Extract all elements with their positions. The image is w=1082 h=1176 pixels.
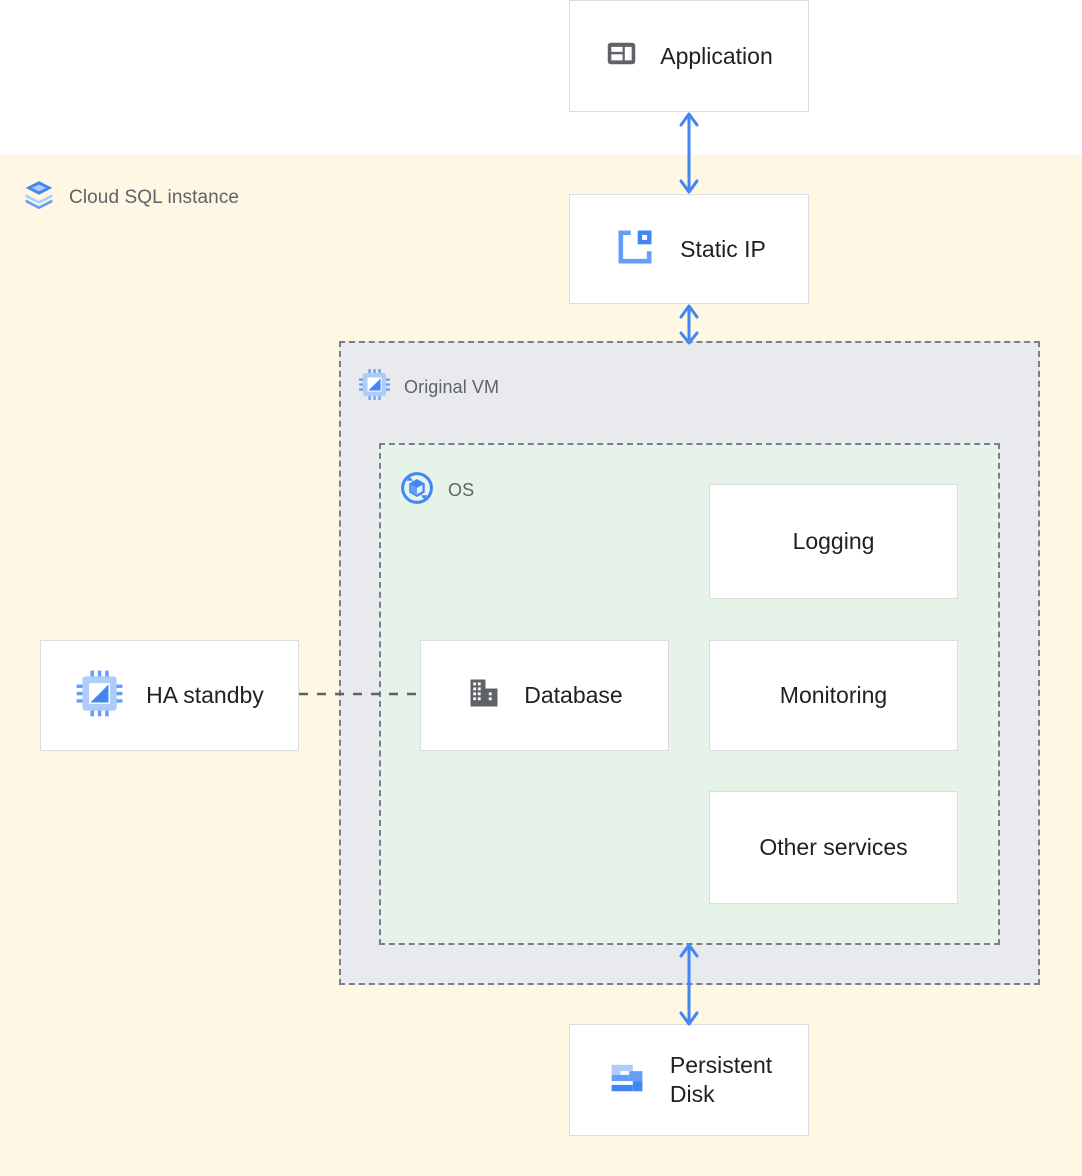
static-ip-icon	[612, 224, 658, 275]
os-label: OS	[448, 480, 475, 500]
monitoring-label: Monitoring	[779, 682, 888, 709]
node-database[interactable]: Database	[420, 640, 669, 751]
database-label: Database	[524, 682, 623, 709]
persistent-disk-icon	[606, 1057, 648, 1104]
static-ip-label: Static IP	[680, 235, 766, 262]
os-cube-circle-icon	[399, 470, 435, 511]
cloud-sql-instance-label: Cloud SQL instance	[69, 186, 240, 208]
cloud-sql-layers-icon	[22, 178, 56, 217]
node-persistent-disk[interactable]: Persistent Disk	[569, 1024, 809, 1136]
node-logging[interactable]: Logging	[709, 484, 958, 599]
compute-chip-icon	[358, 368, 391, 406]
node-monitoring[interactable]: Monitoring	[709, 640, 958, 751]
original-vm-label: Original VM	[404, 376, 500, 397]
compute-chip-icon	[75, 669, 124, 723]
node-application[interactable]: Application	[569, 0, 809, 112]
connector-application-to-static-ip	[664, 110, 714, 196]
original-vm-label-group: Original VM	[358, 368, 499, 406]
persistent-disk-label: Persistent Disk	[669, 1052, 773, 1107]
ha-standby-label: HA standby	[146, 682, 264, 709]
cloud-sql-instance-label-group: Cloud SQL instance	[22, 178, 239, 217]
connector-static-ip-to-original-vm	[664, 302, 714, 346]
application-label: Application	[660, 42, 773, 69]
database-building-icon	[466, 675, 502, 716]
other-services-label: Other services	[759, 834, 908, 861]
node-other-services[interactable]: Other services	[709, 791, 958, 904]
logging-label: Logging	[792, 528, 875, 555]
application-layout-icon	[605, 37, 638, 75]
node-ha-standby[interactable]: HA standby	[40, 640, 299, 751]
node-static-ip[interactable]: Static IP	[569, 194, 809, 304]
connector-original-vm-to-persistent-disk	[664, 941, 714, 1027]
connector-ha-standby-to-database	[299, 688, 423, 700]
os-label-group: OS	[399, 470, 474, 511]
